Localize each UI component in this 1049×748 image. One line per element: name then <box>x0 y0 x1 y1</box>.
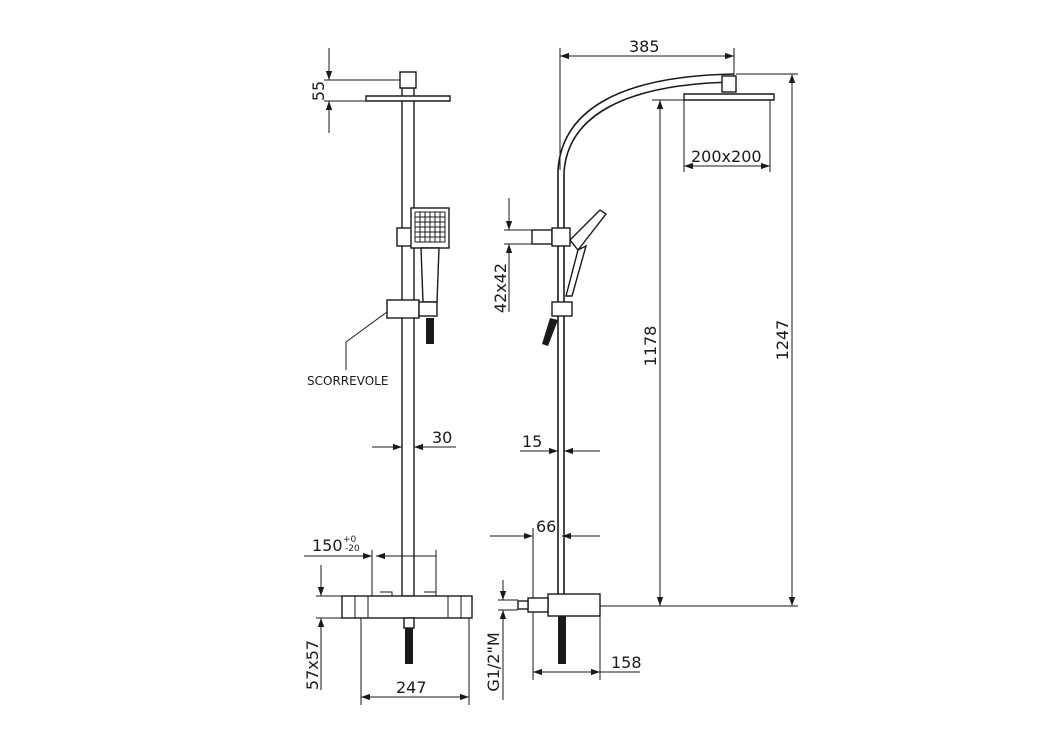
dim-150-tol-upper: +0 <box>343 535 357 545</box>
dim-57x57-text: 57x57 <box>303 640 322 690</box>
side-mixer-inlet <box>517 600 529 610</box>
dim-66-text: 66 <box>536 517 556 536</box>
dim-42x42: 42x42 <box>491 198 532 313</box>
dim-66: 66 <box>490 517 600 598</box>
dim-150-tol-lower: -20 <box>345 544 360 554</box>
side-arm-inner <box>563 81 735 173</box>
dim-55-text: 55 <box>309 81 328 101</box>
dim-30-text: 30 <box>432 428 452 447</box>
side-arm-outer <box>557 73 735 171</box>
dim-1247: 1247 <box>666 73 798 607</box>
side-hand-shower-handle <box>565 244 588 297</box>
side-wall-bracket <box>531 229 553 245</box>
dim-158-text: 158 <box>611 653 642 672</box>
front-slider-clamp <box>418 301 438 317</box>
dim-385-text: 385 <box>629 37 660 56</box>
scorrevole-leader: SCORREVOLE <box>307 311 388 388</box>
front-outlet-pipe <box>405 628 413 664</box>
scorrevole-label: SCORREVOLE <box>307 374 388 388</box>
side-hand-shower-head <box>569 209 608 252</box>
front-outlet-nut <box>403 617 415 629</box>
dim-15: 15 <box>520 432 600 455</box>
dim-247: 247 <box>360 618 470 705</box>
side-mixer-body <box>547 593 601 617</box>
dim-30: 30 <box>372 428 456 451</box>
side-shower-head <box>683 93 775 101</box>
dim-247-text: 247 <box>396 678 427 697</box>
dim-158: 158 <box>532 612 642 680</box>
dim-15-text: 15 <box>522 432 542 451</box>
front-slider-bracket <box>386 299 420 319</box>
front-hand-shower-grid <box>414 211 446 243</box>
dim-150-text: 150 <box>312 536 343 555</box>
dim-55: 55 <box>309 48 400 133</box>
side-hose <box>542 318 558 346</box>
dim-200x200: 200x200 <box>683 100 771 172</box>
front-head-connector <box>399 71 417 89</box>
front-hose <box>426 318 434 344</box>
dim-1247-text: 1247 <box>773 320 792 361</box>
dim-g12m-text: G1/2"M <box>484 632 503 691</box>
side-wall-bracket-clamp <box>551 227 571 247</box>
dim-1178-text: 1178 <box>641 326 660 367</box>
side-view: 385 200x200 42x42 15 66 <box>484 37 798 700</box>
dim-200x200-text: 200x200 <box>691 147 762 166</box>
dim-42x42-text: 42x42 <box>491 263 510 313</box>
dim-g12m: G1/2"M <box>484 580 518 700</box>
dim-150: 150 +0 -20 <box>304 535 437 596</box>
dim-57x57: 57x57 <box>303 565 342 690</box>
front-hand-shower-handle <box>420 247 440 303</box>
side-outlet-pipe <box>558 616 566 664</box>
front-view: 55 SCORREVOLE 30 150 +0 -20 57x57 <box>303 48 473 705</box>
front-riser-pipe <box>401 87 415 597</box>
side-slider-bracket <box>551 301 573 317</box>
side-mixer-connector <box>527 597 549 613</box>
front-shower-head <box>365 95 451 102</box>
dim-1178: 1178 <box>600 99 684 607</box>
side-head-connector <box>721 75 737 93</box>
dim-385: 385 <box>559 37 735 170</box>
front-mixer-body <box>341 595 473 619</box>
